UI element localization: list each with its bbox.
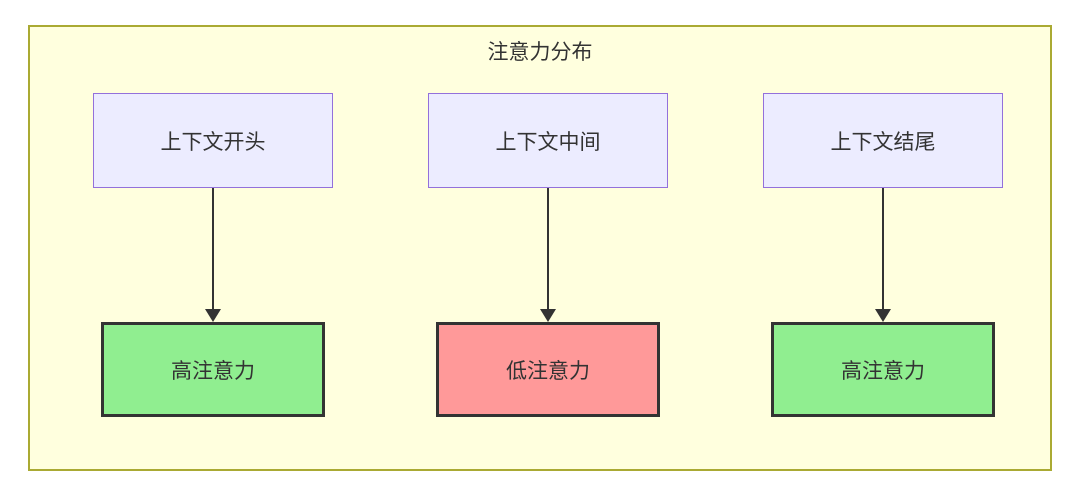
attention-result-node: 高注意力 — [101, 322, 325, 417]
arrow-down — [538, 188, 558, 322]
arrow-line — [212, 188, 214, 309]
context-start-node: 上下文开头 — [93, 93, 333, 188]
flow-column-start: 上下文开头 高注意力 — [93, 93, 333, 417]
flow-column-end: 上下文结尾 高注意力 — [763, 93, 1003, 417]
arrowhead-icon — [540, 309, 556, 322]
diagram-title: 注意力分布 — [487, 41, 593, 64]
flow-column-middle: 上下文中间 低注意力 — [428, 93, 668, 417]
attention-result-node: 低注意力 — [436, 322, 660, 417]
arrow-down — [203, 188, 223, 322]
arrow-line — [547, 188, 549, 309]
attention-result-node: 高注意力 — [771, 322, 995, 417]
arrow-down — [873, 188, 893, 322]
context-middle-node: 上下文中间 — [428, 93, 668, 188]
arrowhead-icon — [205, 309, 221, 322]
arrowhead-icon — [875, 309, 891, 322]
diagram-canvas: 注意力分布 上下文开头 高注意力 上下文中间 低注意力 上下文结尾 高注意力 — [28, 25, 1052, 471]
arrow-line — [882, 188, 884, 309]
context-end-node: 上下文结尾 — [763, 93, 1003, 188]
